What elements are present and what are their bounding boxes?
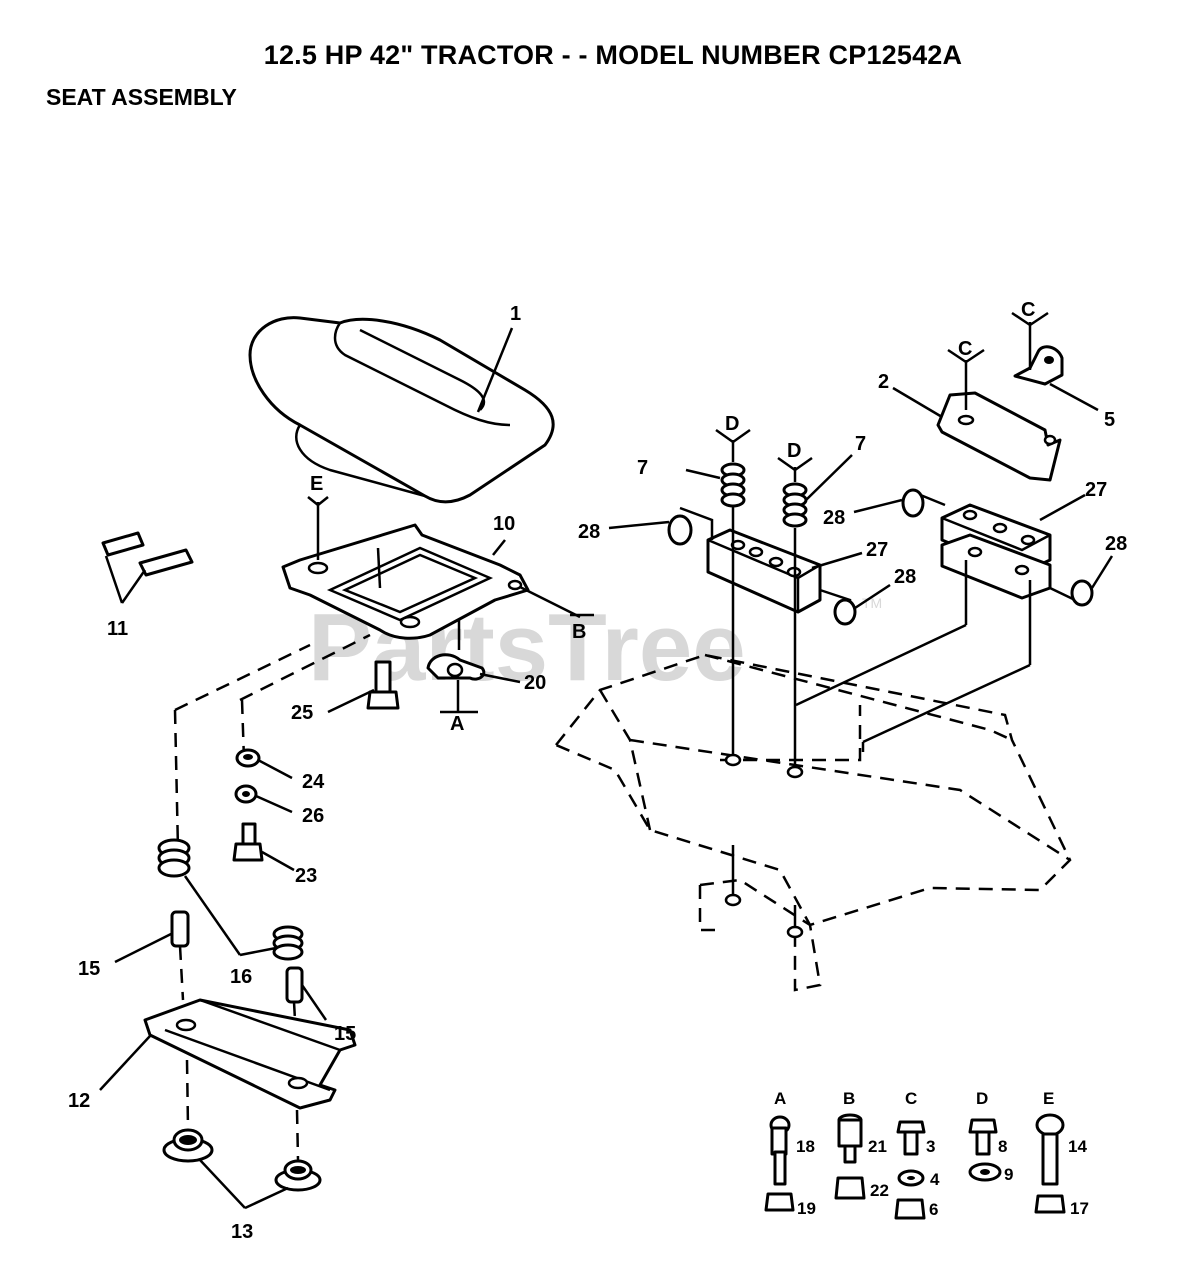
callout-15b: 15	[334, 1023, 356, 1045]
page-title: 12.5 HP 42" TRACTOR - - MODEL NUMBER CP1…	[263, 40, 963, 70]
key-letter-b: B	[843, 1089, 855, 1108]
clamp-5-part[interactable]	[1013, 345, 1064, 386]
key-part-4: 4	[930, 1170, 940, 1189]
ref-letter-d1: D	[725, 413, 739, 435]
ref-letter-e: E	[310, 473, 323, 495]
spacer-15b-part[interactable]	[285, 966, 304, 1004]
callout-16: 16	[230, 966, 252, 988]
decal-part[interactable]	[101, 531, 194, 577]
callout-28b: 28	[823, 507, 845, 529]
spring-16b-part[interactable]	[272, 925, 304, 961]
key-part-8: 8	[998, 1137, 1007, 1156]
hardware-b[interactable]	[834, 1113, 866, 1200]
key-letter-a: A	[774, 1089, 786, 1108]
callout-11: 11	[107, 618, 128, 640]
callout-28c: 28	[894, 566, 916, 588]
mount-block-27b-part[interactable]	[917, 492, 1076, 602]
key-part-17: 17	[1070, 1199, 1089, 1218]
ref-letter-d2: D	[787, 440, 801, 462]
callout-13: 13	[231, 1221, 253, 1243]
key-part-19: 19	[797, 1199, 816, 1218]
ref-letter-c2: C	[1021, 299, 1035, 321]
seat-pan-part[interactable]	[281, 523, 530, 640]
washer-26-part[interactable]	[234, 784, 258, 804]
callout-2: 2	[878, 371, 889, 393]
bolt-23-part[interactable]	[232, 822, 264, 862]
spring-7-part[interactable]	[720, 462, 808, 528]
mount-block-27a-part[interactable]	[679, 506, 852, 615]
key-part-22: 22	[870, 1181, 889, 1200]
bracket-2-part[interactable]	[936, 391, 1062, 482]
key-part-14: 14	[1068, 1137, 1087, 1156]
callout-1: 1	[510, 303, 521, 325]
section-title: SEAT ASSEMBLY	[46, 84, 237, 110]
bumper-13b-part[interactable]	[274, 1159, 322, 1192]
bumper-13-part[interactable]	[162, 1128, 214, 1163]
callout-23: 23	[295, 865, 317, 887]
seat-bracket-12-part[interactable]	[143, 998, 357, 1110]
callout-10: 10	[493, 513, 515, 535]
callout-12: 12	[68, 1090, 90, 1112]
spring-16-part[interactable]	[157, 838, 191, 878]
key-letter-c: C	[905, 1089, 917, 1108]
callout-7b: 7	[855, 433, 866, 455]
callout-25: 25	[291, 702, 313, 724]
callout-28d: 28	[1105, 533, 1127, 555]
callout-27b: 27	[1085, 479, 1107, 501]
hardware-a[interactable]	[764, 1115, 795, 1212]
key-letter-e: E	[1043, 1089, 1054, 1108]
key-part-3: 3	[926, 1137, 935, 1156]
ref-letter-b: B	[572, 621, 586, 643]
callout-5: 5	[1104, 409, 1115, 431]
key-part-6: 6	[929, 1200, 938, 1219]
spacer-15-part[interactable]	[170, 910, 190, 948]
bolt-25-part[interactable]	[366, 660, 400, 710]
locknut-24-part[interactable]	[235, 748, 261, 768]
hardware-c[interactable]	[894, 1120, 926, 1220]
callout-7a: 7	[637, 457, 648, 479]
ref-letter-a: A	[450, 713, 464, 735]
hardware-d[interactable]	[968, 1118, 1002, 1182]
seat-part[interactable]	[248, 316, 555, 504]
ref-letter-c1: C	[958, 338, 972, 360]
callout-28a: 28	[578, 521, 600, 543]
key-part-9: 9	[1004, 1165, 1013, 1184]
bumper-28-part[interactable]	[667, 488, 1094, 626]
callout-24: 24	[302, 771, 325, 793]
key-letter-d: D	[976, 1089, 988, 1108]
hardware-e[interactable]	[1034, 1113, 1066, 1214]
key-part-18: 18	[796, 1137, 815, 1156]
key-part-21: 21	[868, 1137, 887, 1156]
callout-27a: 27	[866, 539, 888, 561]
callout-15a: 15	[78, 958, 100, 980]
callout-26: 26	[302, 805, 324, 827]
clamp-20-part[interactable]	[426, 653, 486, 681]
callout-20: 20	[524, 672, 546, 694]
tractor-frame-outline	[553, 653, 1072, 992]
